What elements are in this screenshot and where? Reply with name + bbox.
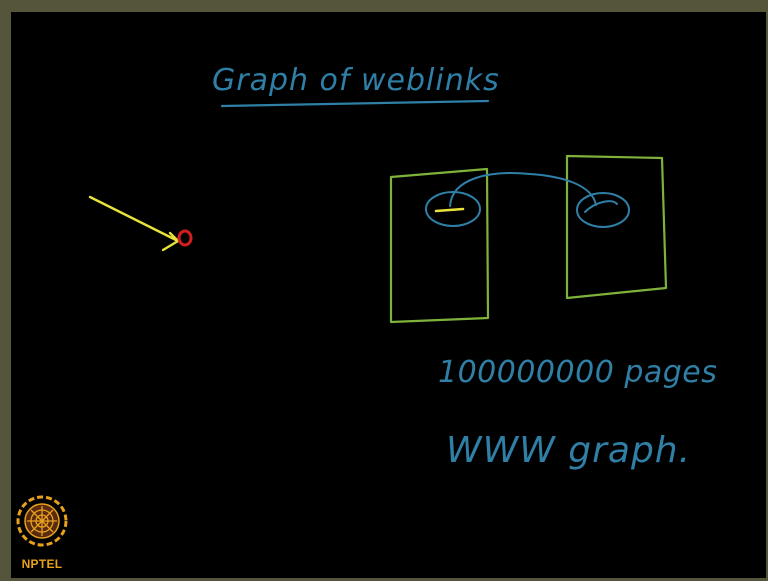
hyperlink-edge [449,172,597,207]
nptel-logo-label: NPTEL [21,557,63,571]
www-graph-text: WWW graph. [446,430,691,471]
pointer-arrow [88,195,178,242]
title-text: Graph of weblinks [212,63,500,98]
title-underline [220,99,490,108]
page-box-left [389,167,490,324]
blackboard [11,12,766,578]
page-count-text: 100000000 pages [438,355,717,390]
link-node-left [425,191,481,227]
link-node-right-inner [584,200,618,213]
link-node-right [576,192,630,228]
link-anchor-highlight [434,207,465,213]
nptel-logo-icon [16,495,68,547]
page-box-right [565,154,668,300]
red-cursor-dot [177,229,193,247]
